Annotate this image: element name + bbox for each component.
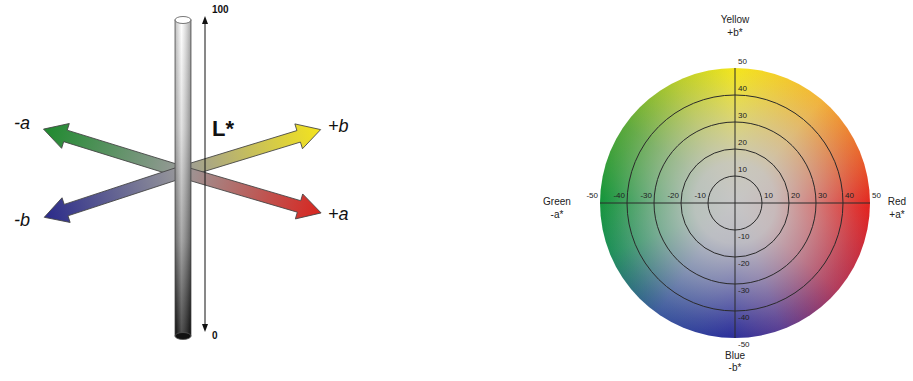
tick-number: 30	[738, 111, 747, 120]
tick-number: 20	[738, 138, 747, 147]
axis-direction-label: -a	[14, 113, 30, 134]
lightness-range-arrow	[202, 16, 208, 332]
axis-name: -b*	[729, 362, 742, 374]
color-name: Yellow	[721, 14, 750, 26]
tick-number: -10	[738, 232, 750, 241]
plus-a-arrow	[178, 160, 324, 226]
tick-number: -50	[738, 340, 750, 349]
tick-number: -30	[640, 191, 652, 200]
axis-direction-label: +b	[328, 116, 349, 137]
tick-number: 40	[845, 191, 854, 200]
tick-number: -30	[738, 286, 750, 295]
color-name: Green	[543, 196, 571, 208]
tick-number: 20	[791, 191, 800, 200]
tick-number: -10	[694, 191, 706, 200]
axis-direction-label: -b	[14, 210, 30, 231]
axis-name: +b*	[727, 27, 742, 39]
axis-name: +a*	[889, 209, 904, 221]
lightness-cylinder	[175, 17, 191, 340]
tick-number: -20	[667, 191, 679, 200]
tick-number: 30	[818, 191, 827, 200]
tick-number: -20	[738, 259, 750, 268]
color-name: Blue	[725, 350, 745, 362]
axis-end-number: 0	[212, 330, 218, 342]
tick-number: -40	[738, 313, 750, 322]
tick-number: -50	[586, 191, 598, 200]
tick-number: -40	[613, 191, 625, 200]
tick-number: 10	[738, 165, 747, 174]
minus-b-arrow	[40, 160, 186, 230]
axis-name: -a*	[551, 209, 564, 221]
tick-number: 50	[738, 57, 747, 66]
tick-number: 10	[764, 191, 773, 200]
tick-number: 50	[872, 191, 881, 200]
b-axis-line	[735, 68, 736, 338]
color-name: Red	[888, 196, 906, 208]
axis-end-number: 100	[212, 4, 229, 16]
tick-number: 40	[738, 84, 747, 93]
axis-name: L*	[212, 116, 234, 141]
axis-direction-label: +a	[328, 204, 349, 225]
